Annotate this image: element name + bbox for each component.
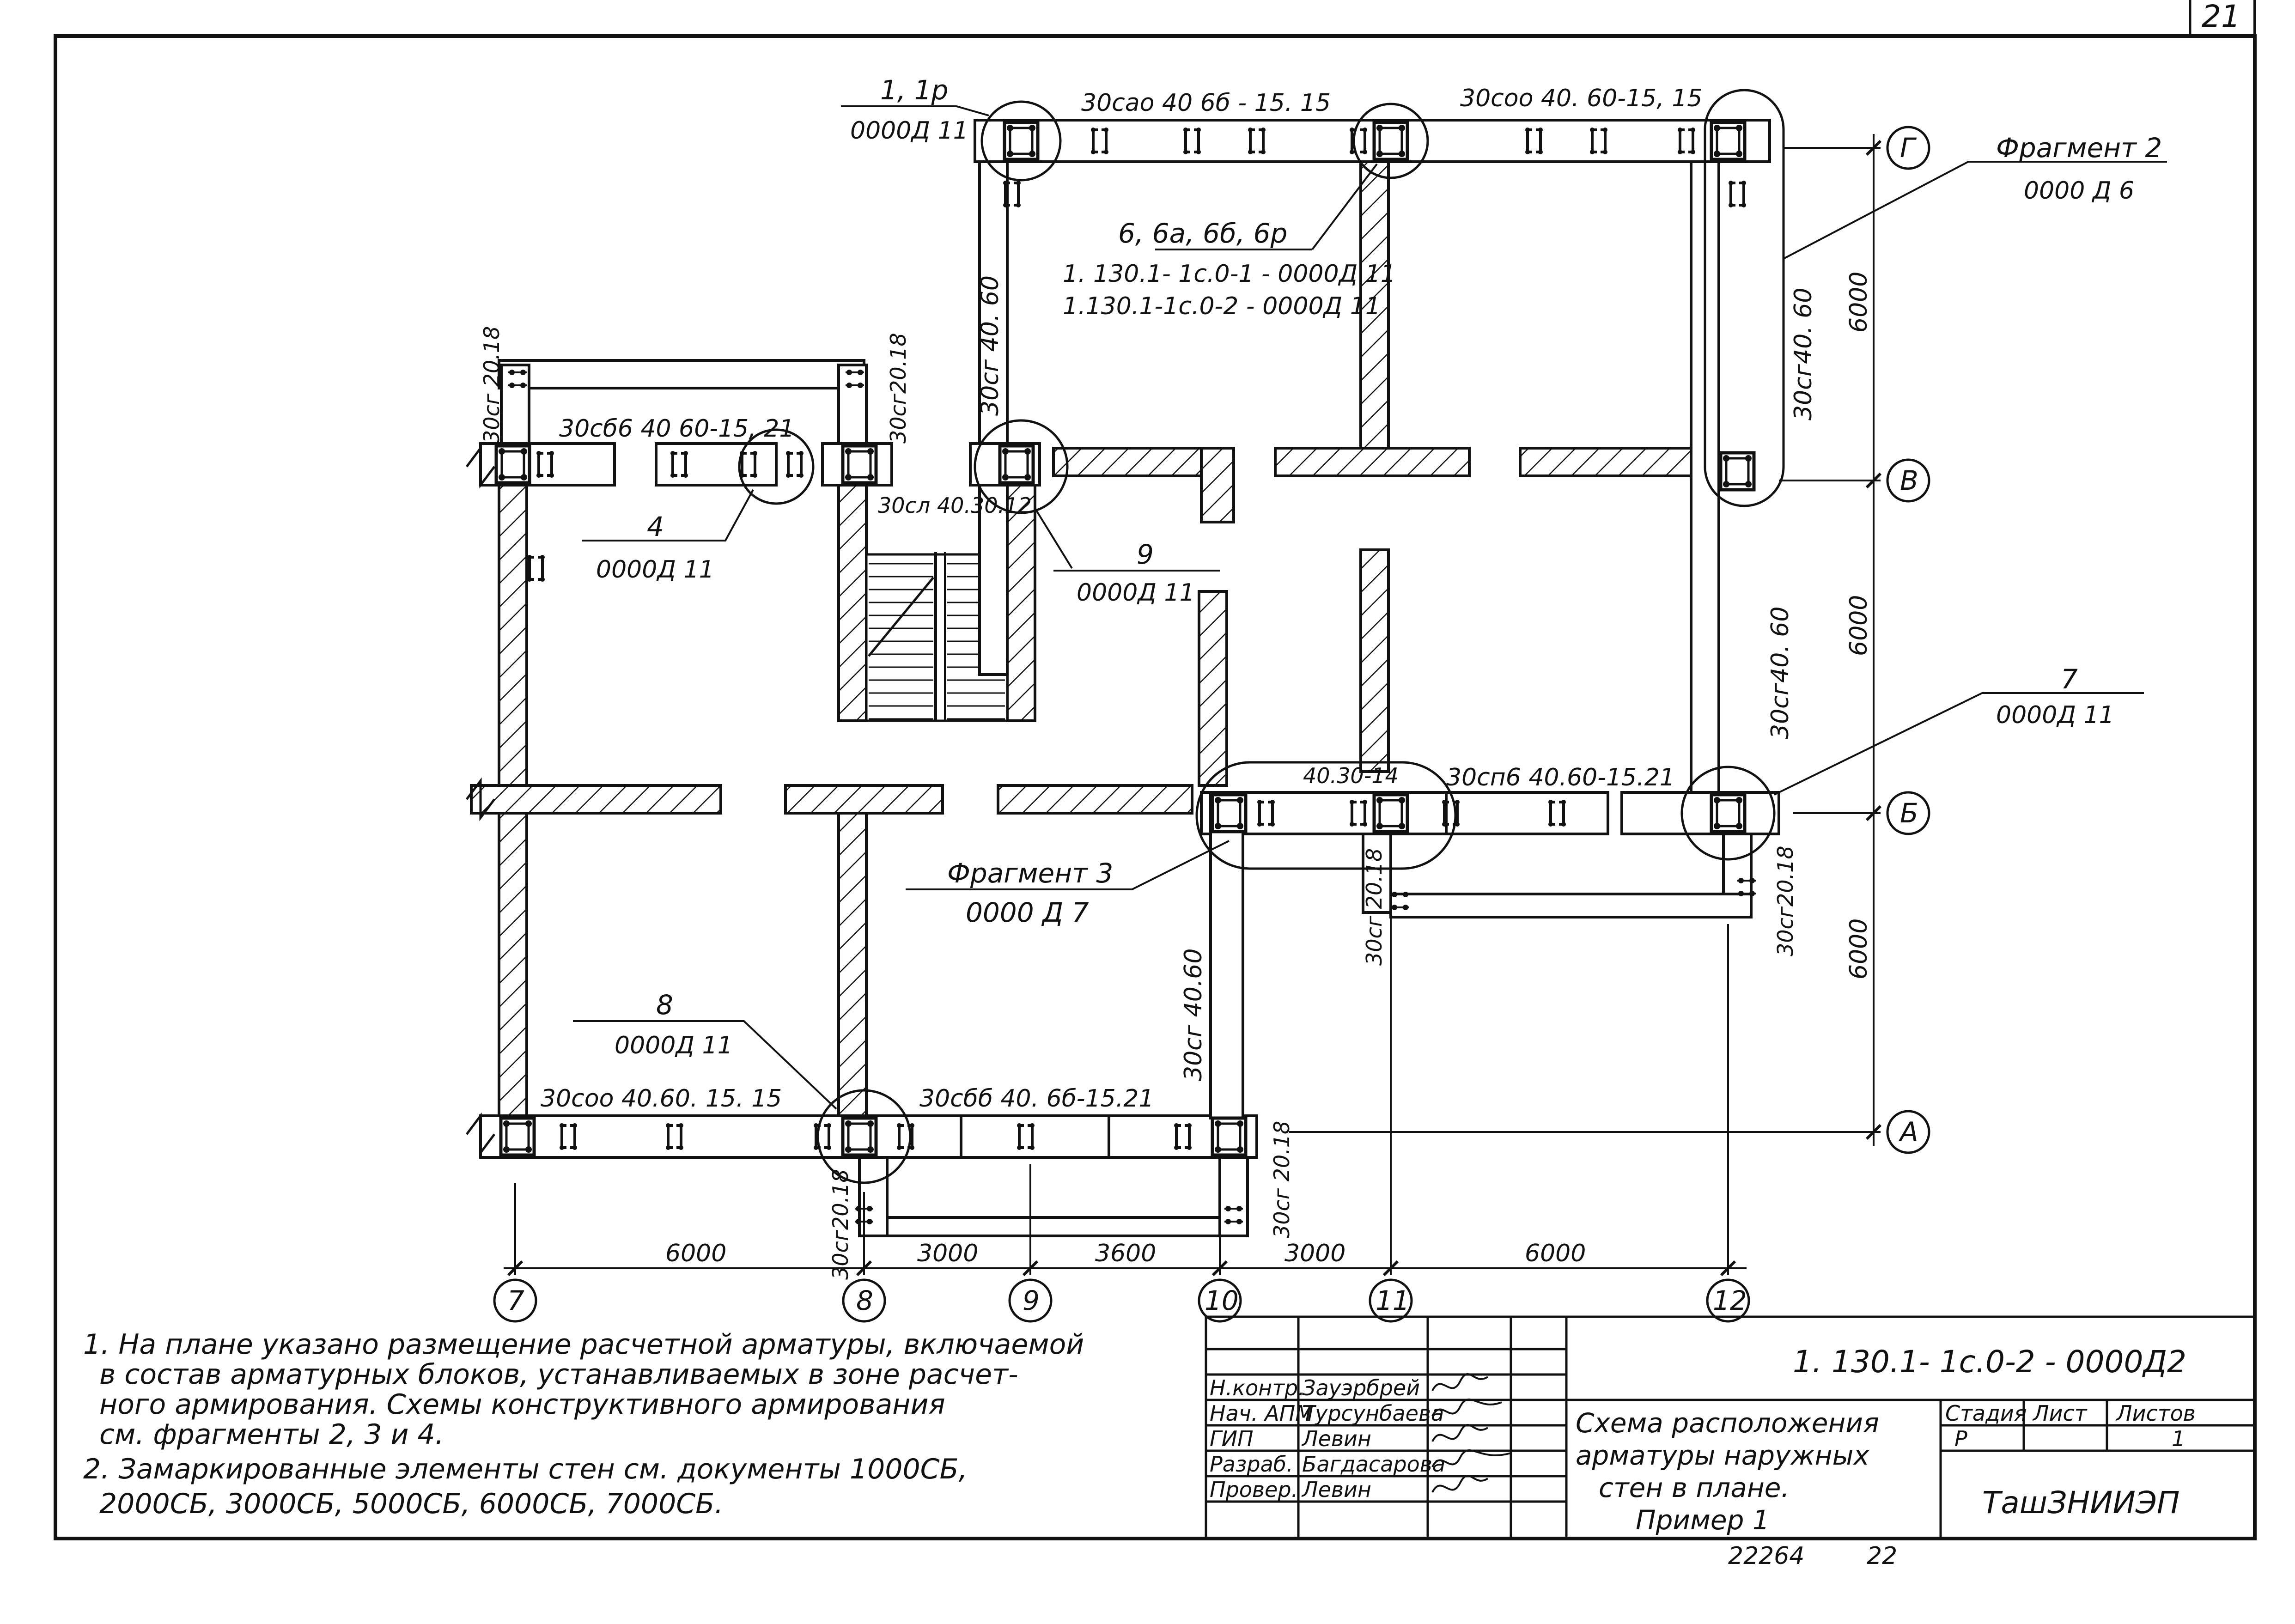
wall-mark-bottom-mid: 30сбб 40. 6б-15.21 [919,1085,1154,1113]
tb-role-2: Нач. АПМ [1210,1401,1314,1426]
tb-title-2: арматуры наружных [1576,1440,1869,1471]
axis-label-12: 12 [1713,1285,1747,1316]
callout-4-doc: 0000Д 11 [596,556,714,584]
note-line-2: в состав арматурных блоков, устанавливае… [99,1358,1018,1391]
tb-role-3: ГИП [1210,1426,1254,1451]
hatched-walls [470,146,1697,1119]
callout-6-number: 6, 6а, 6б, 6р [1118,218,1287,249]
axis-label-b: Б [1900,797,1918,829]
tb-name-3: Левин [1301,1426,1371,1451]
tb-stage: Р [1954,1426,1967,1451]
axis-label-v: В [1900,465,1918,496]
callout-9-number: 9 [1137,539,1154,570]
dim-bottom-4: 3000 [1284,1240,1345,1267]
callout-9-doc: 0000Д 11 [1077,579,1195,607]
callout-7-doc: 0000Д 11 [1996,701,2114,729]
bottom-stamp: 22264 [1728,1542,1804,1570]
axis-label-11: 11 [1376,1285,1410,1316]
fragment-2-label: Фрагмент 2 [1996,132,2162,164]
fragment-3-doc: 0000 Д 7 [966,897,1089,928]
wall-mark-g5: 30сг20.18 [828,1169,853,1280]
note-line-6: 2000СБ, 3000СБ, 5000СБ, 6000СБ, 7000СБ. [99,1488,723,1520]
tb-role-5: Провер. [1210,1477,1298,1502]
note-line-3: ного армирования. Схемы конструктивного … [99,1388,945,1421]
callout-circles [738,89,1785,1184]
tb-org: ТашЗНИИЭП [1982,1485,2180,1521]
callout-6-doc-2: 1.130.1-1с.0-2 - 0000Д 11 [1063,292,1381,320]
notes: 1. На плане указано размещение расчетной… [83,1328,1084,1520]
wall-mark-vertical-mid: 30сг 40.60 [1180,949,1207,1081]
callout-1-doc: 0000Д 11 [850,117,968,145]
axis-label-9: 9 [1023,1285,1040,1316]
note-line-5: 2. Замаркированные элементы стен см. док… [83,1453,968,1485]
axis-bubbles [493,126,1930,1323]
note-line-4: см. фрагменты 2, 3 и 4. [99,1418,444,1451]
dim-bottom-5: 6000 [1525,1240,1586,1267]
tb-role-4: Разраб. [1210,1452,1293,1477]
axis-lines [504,134,1881,1275]
tb-name-4: Багдасарова [1302,1452,1445,1477]
wall-mark-left-upper: 30сб6 40 60-15, 21 [559,415,794,443]
tb-sheets: 1 [2172,1426,2185,1451]
wall-mark-stair: 30сл 40.30.12 [878,493,1032,518]
tb-name-1: Зауэрбрей [1302,1375,1420,1400]
tb-title-4: Пример 1 [1636,1504,1770,1536]
axis-label-8: 8 [856,1285,873,1316]
wall-mark-g1: 30сг 20.18 [479,326,504,444]
dim-right-2: 6000 [1845,595,1873,656]
wall-mark-g6: 30сг 20.18 [1269,1121,1294,1238]
wall-mark-top-b: 30соо 40. 60-15, 15 [1460,85,1702,112]
tb-stage-label: Стадия [1945,1401,2027,1426]
axis-label-g: Г [1900,132,1917,164]
callout-1-number: 1, 1р [880,74,949,106]
wall-mark-vertical-right-top: 30сг40. 60 [1790,288,1817,420]
callout-6-doc-1: 1. 130.1- 1с.0-1 - 0000Д 11 [1063,260,1396,288]
fragment-2-doc: 0000 Д 6 [2024,177,2134,205]
wall-mark-left-lower: 30соо 40.60. 15. 15 [541,1085,782,1113]
wall-mark-top-a: 30сао 40 6б - 15. 15 [1081,89,1331,117]
wall-mark-vertical-right-mid: 30сг40. 60 [1766,607,1794,739]
tb-sheet-label: Лист [2032,1401,2088,1426]
tb-sheets-label: Листов [2115,1401,2196,1426]
fragment-3-label: Фрагмент 3 [947,858,1113,889]
tb-title-3: стен в плане. [1599,1472,1790,1503]
dim-bottom-3: 3600 [1095,1240,1156,1267]
wall-mark-g2: 30сг20.18 [886,333,911,444]
page-number: 21 [2202,0,2240,34]
bottom-stamp-2: 22 [1867,1542,1897,1570]
signatures [1431,1373,1511,1493]
callout-8-doc: 0000Д 11 [615,1032,733,1059]
wall-mark-g3: 30сг 20.18 [1362,848,1387,966]
callout-4-number: 4 [647,511,664,542]
tb-name-2: Турсунбаева [1302,1401,1444,1426]
break-marks [466,444,495,1156]
callout-8-number: 8 [656,989,673,1021]
axis-label-7: 7 [507,1285,524,1316]
tb-name-5: Левин [1301,1477,1371,1502]
dim-bottom-2: 3000 [917,1240,978,1267]
axis-label-a: А [1898,1116,1918,1148]
note-line-1: 1. На плане указано размещение расчетной… [83,1328,1084,1361]
wall-mark-g4: 30сг20.18 [1773,845,1798,956]
dim-right-1: 6000 [1845,272,1873,333]
doc-code: 1. 130.1- 1с.0-2 - 0000Д2 [1793,1344,2186,1380]
wall-mark-mid-small: 40.30-14 [1303,763,1399,788]
sheet-frame [54,0,2257,1540]
tb-title-1: Схема расположения [1576,1407,1879,1439]
dim-bottom-1: 6000 [665,1240,726,1267]
wall-mark-vertical-left-top: 30сг 40. 60 [976,275,1004,416]
tb-role-1: Н.контр. [1210,1375,1305,1400]
wall-mark-mid-right: 30сп6 40.60-15.21 [1446,764,1675,791]
callout-7-number: 7 [2061,663,2078,695]
dimension-ticks [507,140,1882,1277]
title-block [1205,1315,2256,1540]
leader-lines [573,105,2167,1110]
axis-label-10: 10 [1205,1285,1239,1316]
dim-right-3: 6000 [1845,918,1873,979]
